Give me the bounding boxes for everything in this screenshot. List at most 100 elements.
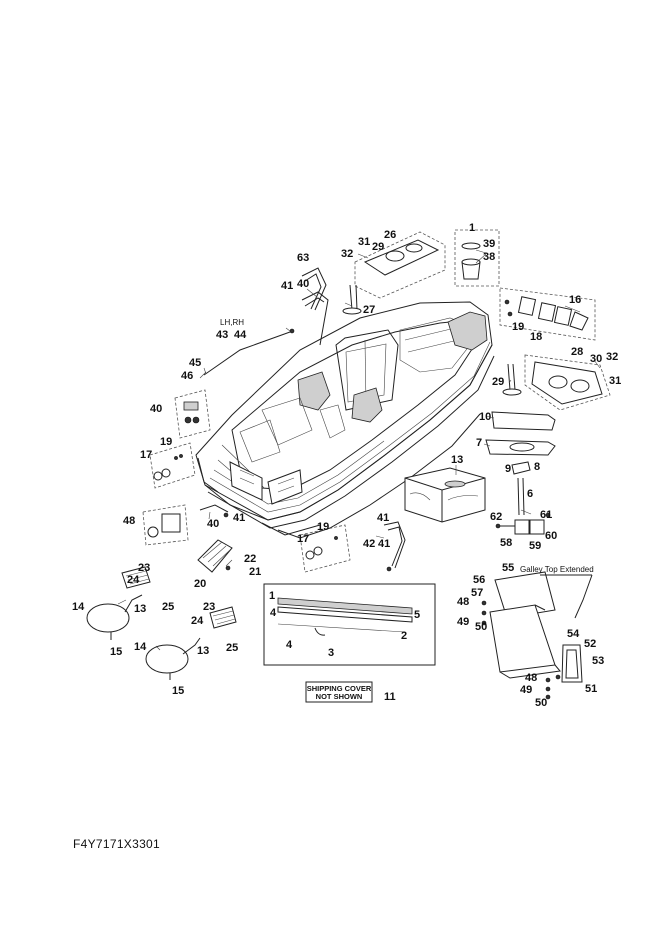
callout-37: 40 xyxy=(207,518,219,530)
callout-10: 10 xyxy=(479,411,491,423)
cable-42-43 xyxy=(199,328,295,379)
callout-11: 11 xyxy=(384,691,396,703)
callout-4: 4 xyxy=(270,607,277,619)
shipping-cover-box xyxy=(305,681,373,703)
callout-58: 58 xyxy=(500,537,512,549)
callout-32: 32 xyxy=(341,248,353,260)
cooler-12 xyxy=(404,467,486,523)
callout-8: 8 xyxy=(534,461,540,473)
seat-assembly-lower xyxy=(145,606,237,680)
figure-code: F4Y7171X3301 xyxy=(73,837,161,851)
callout-16: 16 xyxy=(569,294,581,306)
callout-29: 29 xyxy=(492,376,504,388)
latch-group-17-left xyxy=(149,442,196,489)
callout-25: 25 xyxy=(162,601,174,613)
callout-21: 21 xyxy=(249,566,261,578)
callout-2: 2 xyxy=(401,630,407,642)
post-29 xyxy=(502,363,522,396)
galley-label: Galley Top Extended xyxy=(520,565,594,574)
callout-57: 57 xyxy=(471,587,483,599)
side-note: LH,RH xyxy=(220,318,244,327)
callout-9: 9 xyxy=(505,463,511,475)
callout-50b: 50 xyxy=(535,697,547,709)
callout-13: 13 xyxy=(134,603,146,615)
callout-56: 56 xyxy=(473,574,485,586)
callout-15: 15 xyxy=(110,646,122,658)
shipping-cover-line-1: SHIPPING COVER xyxy=(307,684,372,693)
console-panel-group xyxy=(354,231,446,299)
callout-32b: 32 xyxy=(606,351,618,363)
callout-30b: 30 xyxy=(590,353,602,365)
grab-rail-39 xyxy=(383,521,406,572)
callout-19c: 19 xyxy=(317,521,329,533)
callout-12: 13 xyxy=(451,454,463,466)
callout-19b: 19 xyxy=(160,436,172,448)
callout-44: 45 xyxy=(189,357,201,369)
callout-43: 44 xyxy=(234,329,247,341)
callout-55: 55 xyxy=(502,562,514,574)
callout-48b: 48 xyxy=(525,672,537,684)
callout-61: 61 xyxy=(540,509,552,521)
callout-31: 31 xyxy=(358,236,370,248)
fastener-48-50 xyxy=(545,677,551,700)
callout-26: 26 xyxy=(384,229,396,241)
panel-group-28 xyxy=(524,354,611,411)
callout-14b: 14 xyxy=(134,641,147,653)
callout-49b: 49 xyxy=(520,684,532,696)
callout-17: 17 xyxy=(140,449,152,461)
callout-19: 19 xyxy=(512,321,524,333)
callout-labels: 1 39 38 26 31 29 32 27 63 40 41 LH,RH 43… xyxy=(72,222,621,709)
callout-38: 41 xyxy=(233,512,245,524)
leader-lines xyxy=(117,249,601,651)
callout-39: 41 xyxy=(377,512,389,524)
callout-27: 27 xyxy=(363,304,375,316)
callout-36: 40 xyxy=(150,403,162,415)
callout-5: 5 xyxy=(414,609,420,621)
callout-62: 62 xyxy=(490,511,502,523)
callout-46: 48 xyxy=(123,515,135,527)
hinge-group-16 xyxy=(499,287,596,341)
callout-34: 38 xyxy=(483,251,495,263)
switch-panel-46 xyxy=(142,504,189,546)
callout-51: 51 xyxy=(585,683,597,695)
step-20 xyxy=(197,539,233,573)
clamp-37-38 xyxy=(199,504,229,518)
galley-top-group xyxy=(481,571,593,679)
callout-63: 63 xyxy=(297,252,309,264)
callout-3: 3 xyxy=(328,647,334,659)
callout-7: 7 xyxy=(476,437,482,449)
callout-35: 39 xyxy=(483,238,495,250)
callout-24: 24 xyxy=(127,574,140,586)
callout-49: 49 xyxy=(457,616,469,628)
callout-14: 14 xyxy=(72,601,85,613)
shipping-cover-text: SHIPPING COVER NOT SHOWN xyxy=(307,684,372,701)
callout-30: 29 xyxy=(372,241,384,253)
callout-24b: 24 xyxy=(191,615,204,627)
callout-20: 20 xyxy=(194,578,206,590)
drain-post xyxy=(342,284,362,315)
callout-45: 46 xyxy=(181,370,193,382)
callout-15b: 15 xyxy=(172,685,184,697)
callout-50: 50 xyxy=(475,621,487,633)
callout-6: 6 xyxy=(527,488,533,500)
callout-1: 1 xyxy=(269,590,275,602)
cup-holder-group xyxy=(454,229,500,287)
panel-10-7 xyxy=(485,411,556,456)
callout-25b: 25 xyxy=(226,642,238,654)
callout-54: 54 xyxy=(567,628,580,640)
callout-22: 22 xyxy=(244,553,256,565)
callout-4b: 4 xyxy=(286,639,293,651)
callout-40b: 41 xyxy=(378,538,390,550)
callout-53: 53 xyxy=(592,655,604,667)
callout-23b: 23 xyxy=(203,601,215,613)
callout-41b: 42 xyxy=(363,538,375,550)
latch-group-17-right xyxy=(299,524,351,573)
bracket-51-54 xyxy=(555,644,583,683)
callout-41: 41 xyxy=(281,280,293,292)
callout-31b: 31 xyxy=(609,375,621,387)
boat-hull-illustration xyxy=(195,291,495,539)
callout-28: 28 xyxy=(571,346,583,358)
callout-23: 23 xyxy=(138,562,150,574)
shipping-strip-box xyxy=(263,583,436,666)
